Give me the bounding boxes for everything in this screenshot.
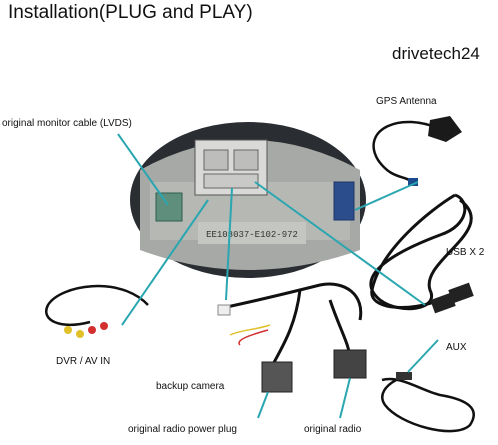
label-usb: USB X 2: [446, 247, 485, 258]
av-cable-photo: [45, 284, 149, 338]
brand-name: drivetech24: [392, 44, 480, 63]
pointer-aux: [407, 339, 439, 373]
pointer-monitor-cable: [117, 133, 169, 206]
label-backup-camera: backup camera: [156, 381, 225, 392]
pointer-power-plug: [257, 391, 269, 419]
pointer-backup: [225, 187, 233, 301]
pointer-dvr: [121, 199, 209, 326]
part-number-label: EE108037-E102-972: [206, 230, 298, 240]
pointer-radio: [339, 377, 351, 419]
label-aux: AUX: [446, 342, 467, 353]
label-monitor-cable: original monitor cable (LVDS): [2, 118, 132, 129]
page-title: Installation(PLUG and PLAY): [8, 2, 253, 23]
label-radio-power-plug: original radio power plug: [128, 424, 237, 435]
aux-cable-photo: [381, 372, 475, 433]
pointer-gps: [354, 181, 419, 211]
label-gps-antenna: GPS Antenna: [376, 96, 437, 107]
usb-cables-photo: [369, 193, 474, 314]
pointer-usb: [254, 181, 426, 306]
gps-antenna-photo: [372, 116, 462, 186]
label-dvr-av-in: DVR / AV IN: [56, 356, 111, 367]
wiring-harness-photo: [217, 282, 367, 393]
label-original-radio: original radio: [304, 424, 362, 435]
pointer-lines: [117, 133, 439, 419]
head-unit-photo: EE108037-E102-972: [130, 122, 366, 278]
